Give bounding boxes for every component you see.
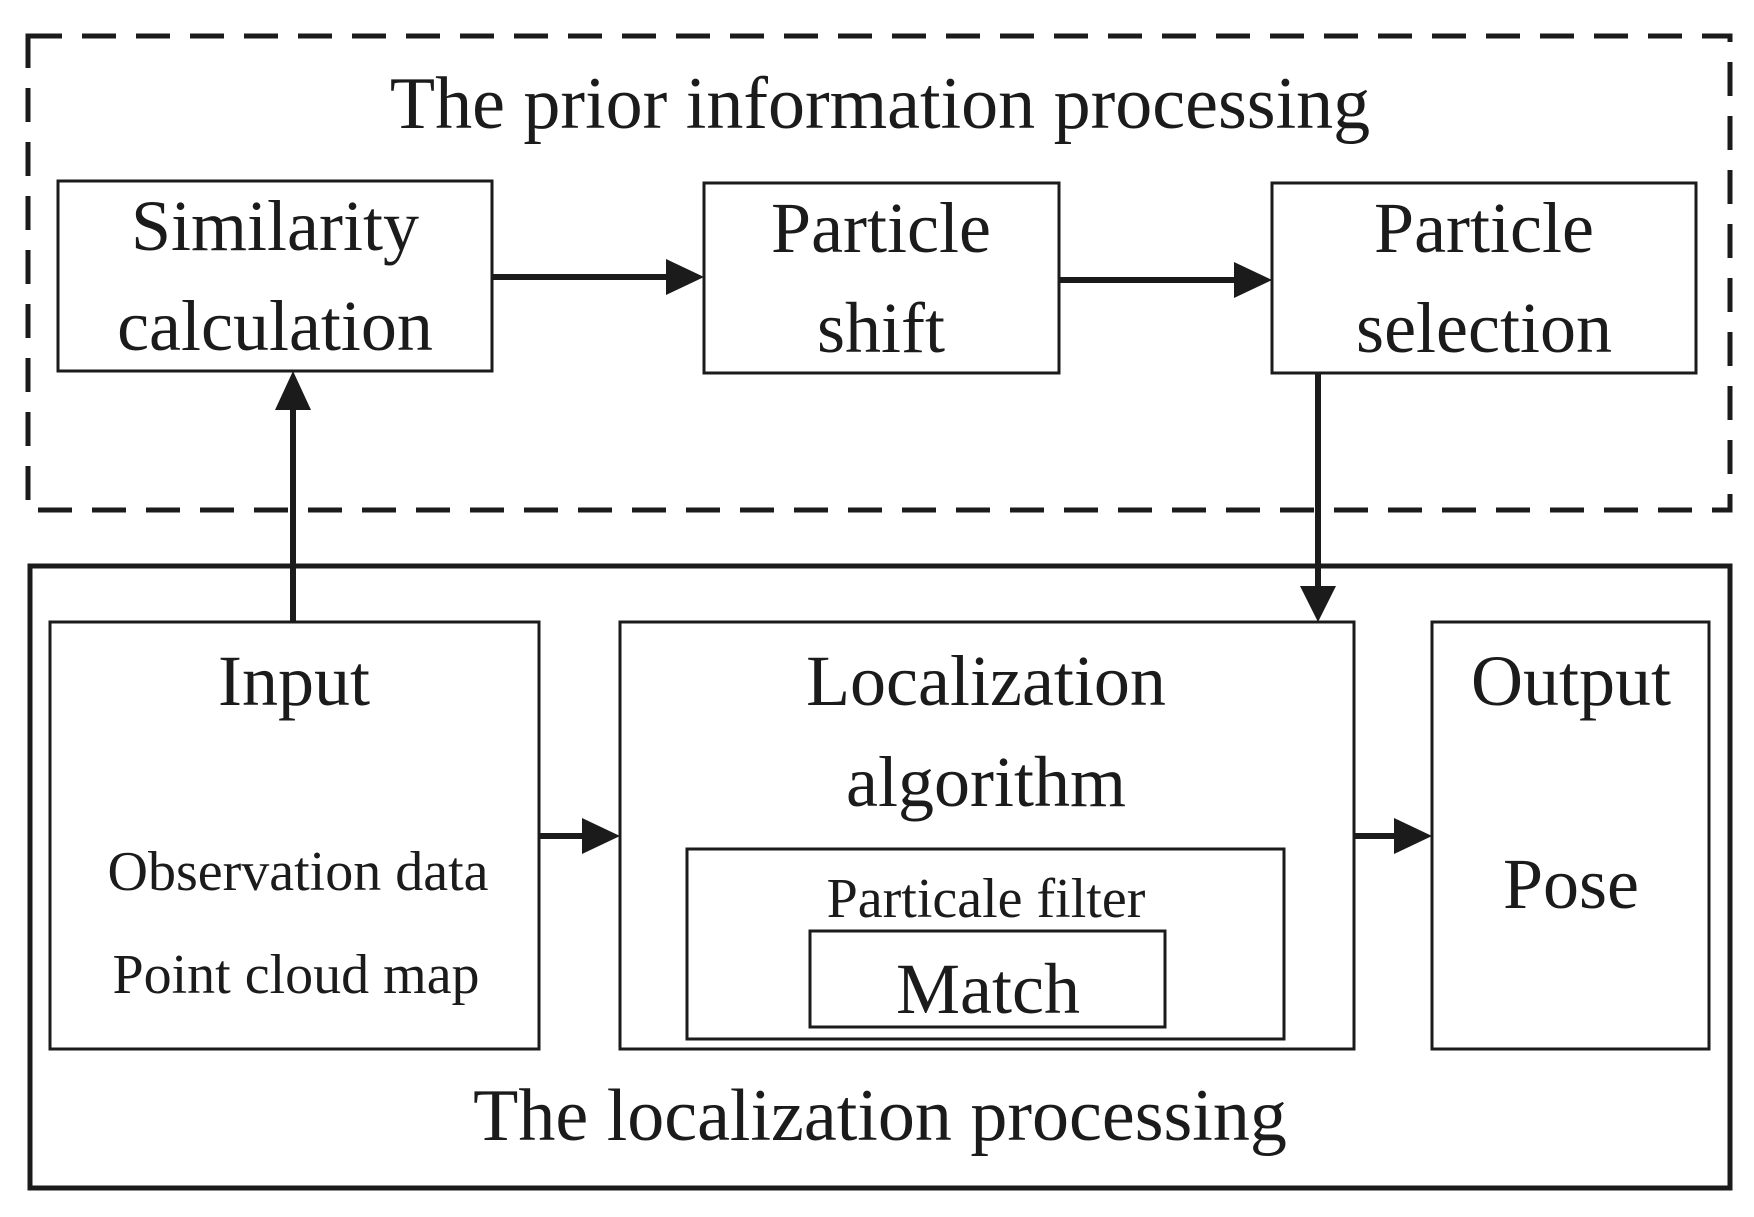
particle-selection-box <box>1270 181 1698 375</box>
output-pose: Pose <box>1503 844 1639 924</box>
match-label: Match <box>896 949 1080 1029</box>
arrowhead-input-to-localization <box>582 818 620 854</box>
particle-selection-label-line1: Particle <box>1374 188 1594 268</box>
particle-selection-label-line2: selection <box>1356 288 1612 368</box>
particle-filter-label: Particale filter <box>827 868 1146 930</box>
similarity-calculation-box <box>56 179 494 373</box>
input-point-cloud-map: Point cloud map <box>112 944 479 1006</box>
localization-processing-title: The localization processing <box>473 1075 1287 1157</box>
output-title: Output <box>1471 641 1671 721</box>
prior-processing-title: The prior information processing <box>390 63 1370 145</box>
arrowhead-input-to-similarity <box>275 371 311 410</box>
input-box <box>48 620 541 1051</box>
arrowhead-selection-to-localization <box>1300 586 1336 622</box>
localization-processing-group <box>27 563 1733 1191</box>
input-observation-data: Observation data <box>108 841 489 903</box>
similarity-calculation-label-line2: calculation <box>117 286 433 366</box>
output-box <box>1430 620 1711 1051</box>
arrowhead-localization-to-output <box>1394 818 1432 854</box>
arrowhead-similarity-to-shift <box>666 259 704 295</box>
localization-algorithm-label-line2: algorithm <box>846 742 1126 822</box>
match-box <box>808 929 1167 1029</box>
prior-processing-group <box>25 33 1733 513</box>
particle-shift-label-line2: shift <box>817 288 945 368</box>
arrowhead-shift-to-selection <box>1234 262 1272 298</box>
input-title: Input <box>218 641 370 721</box>
particle-shift-box <box>702 181 1061 375</box>
similarity-calculation-label-line1: Similarity <box>131 186 419 266</box>
localization-algorithm-label-line1: Localization <box>806 641 1166 721</box>
particle-shift-label-line1: Particle <box>771 188 991 268</box>
